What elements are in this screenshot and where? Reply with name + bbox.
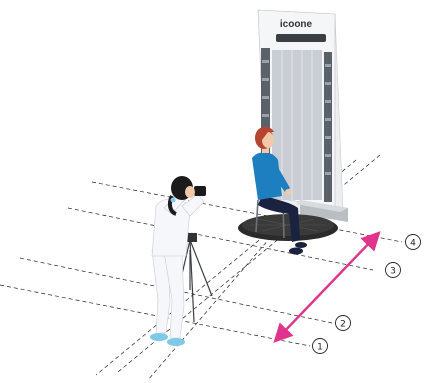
marker-4-label: 4	[410, 239, 416, 249]
marker-2-label: 2	[340, 320, 346, 330]
marker-4: 4	[406, 235, 421, 250]
marker-1-label: 1	[317, 343, 323, 353]
photographer	[150, 176, 206, 346]
marker-3: 3	[386, 263, 401, 278]
device-brand-label: icoone	[280, 19, 313, 30]
marker-3-label: 3	[390, 267, 396, 277]
platform	[238, 214, 338, 241]
marker-2: 2	[336, 316, 351, 331]
marker-1: 1	[313, 339, 328, 354]
